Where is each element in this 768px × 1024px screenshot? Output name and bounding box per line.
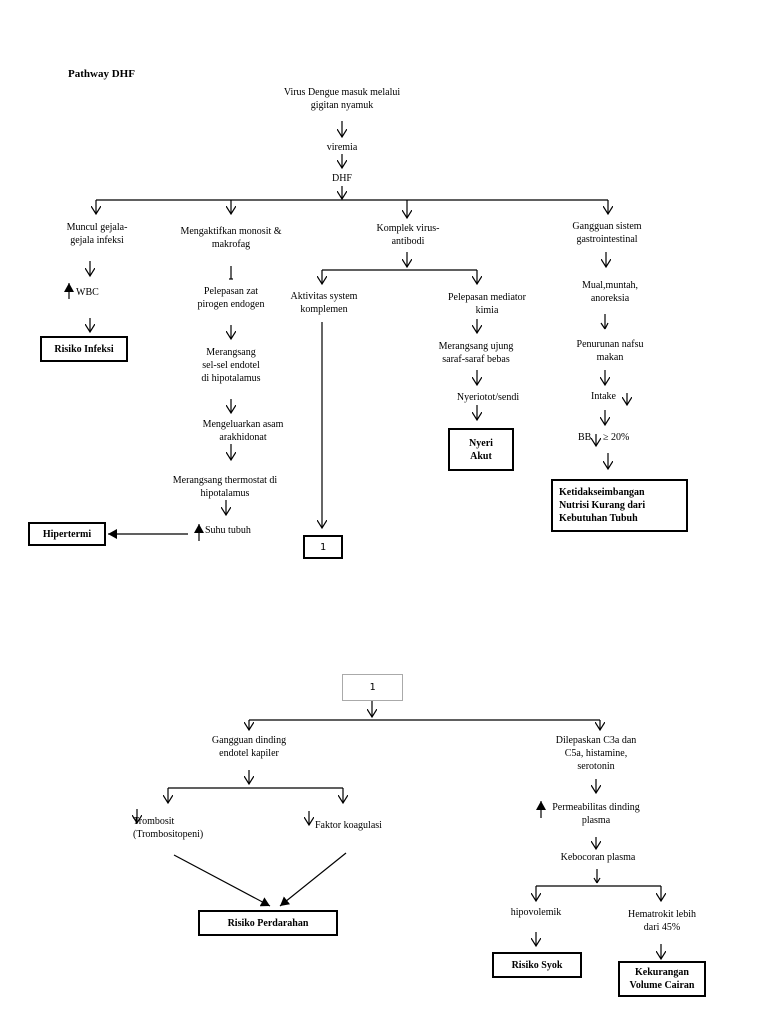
- page-title: Pathway DHF: [68, 68, 135, 80]
- diagnosis-nutrisi: Ketidakseimbangan Nutrisi Kurang dari Ke…: [551, 479, 688, 532]
- node-thermostat: Merangsang thermostat di hipotalamus: [172, 475, 278, 499]
- node-permeabilitas: Permeabilitas dinding plasma: [552, 802, 640, 826]
- node-pirogen: Pelepasan zat pirogen endogen: [197, 286, 265, 310]
- node-dhf: DHF: [331, 173, 352, 184]
- node-faktor-koagulasi: Faktor koagulasi: [315, 820, 382, 831]
- node-nafsu-makan: Penurunan nafsu makan: [576, 339, 644, 363]
- node-c3a-c5a: Dilepaskan C3a dan C5a, histamine, serot…: [555, 735, 637, 772]
- diagnosis-nyeri-akut: Nyeri Akut: [448, 428, 514, 471]
- node-komplemen: Aktivitas system komplemen: [290, 291, 358, 315]
- node-trombosit: Trombosit (Trombositopeni): [133, 816, 204, 840]
- node-nyeriotot: Nyeriotot/sendi: [456, 392, 520, 403]
- node-mual-muntah: Mual,muntah, anoreksia: [581, 280, 639, 304]
- node-saraf: Merangsang ujung saraf-saraf bebas: [438, 341, 514, 365]
- node-dinding-endotel: Gangguan dinding endotel kapiler: [211, 735, 287, 759]
- node-viremia: viremia: [326, 142, 358, 153]
- diagnosis-risiko-syok: Risiko Syok: [492, 952, 582, 978]
- node-arakhidonat: Mengeluarkan asam arakhidonat: [202, 419, 284, 443]
- diagnosis-kekurangan-cairan: Kekurangan Volume Cairan: [618, 961, 706, 997]
- node-komplek-virus: Komplek virus- antibodi: [376, 223, 440, 247]
- node-hipovolemik: hipovolemik: [510, 907, 562, 918]
- node-hematrokit: Hematrokit lebih dari 45%: [627, 909, 697, 933]
- node-monosit: Mengaktifkan monosit & makrofag: [180, 226, 282, 250]
- node-wbc: WBC: [76, 287, 99, 298]
- node-kebocoran-plasma: Kebocoran plasma: [560, 852, 636, 863]
- node-virus: Virus Dengue masuk melalui gigitan nyamu…: [283, 87, 401, 111]
- node-mediator: Pelepasan mediator kimia: [447, 292, 527, 316]
- node-bb-value: ≥ 20%: [603, 432, 630, 443]
- node-intake: Intake: [591, 391, 616, 402]
- node-bb: BB: [578, 432, 592, 443]
- diagnosis-risiko-infeksi: Risiko Infeksi: [40, 336, 128, 362]
- node-suhu-tubuh: Suhu tubuh: [205, 525, 251, 536]
- diagnosis-hipertermi: Hipertermi: [28, 522, 106, 546]
- diagnosis-risiko-perdarahan: Risiko Perdarahan: [198, 910, 338, 936]
- on-page-connector-1: 1: [342, 674, 403, 701]
- node-endotel: Merangsang sel-sel endotel di hipotalamu…: [201, 347, 261, 384]
- off-page-connector-1: 1: [303, 535, 343, 559]
- node-gejala-infeksi: Muncul gejala- gejala infeksi: [66, 222, 128, 246]
- node-gastrointestinal: Gangguan sistem gastrointestinal: [572, 221, 642, 245]
